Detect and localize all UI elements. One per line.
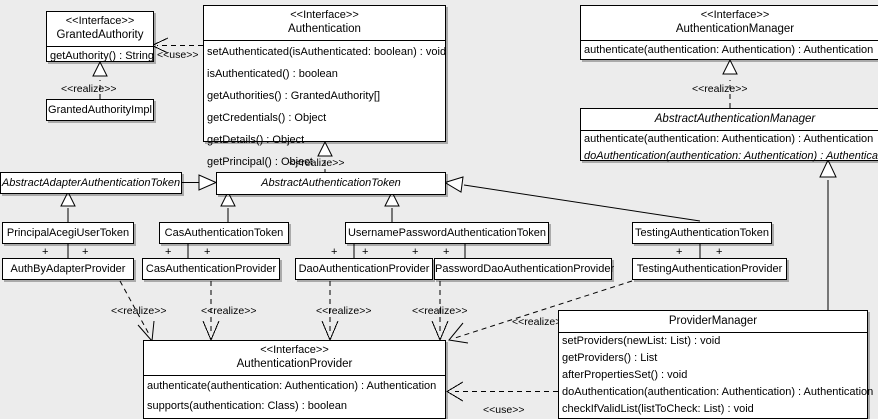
class-box-authentication[interactable]: <<Interface>> Authentication setAuthenti… [203,5,446,168]
members-authentication: setAuthenticated(isAuthenticated: boolea… [204,41,447,173]
assoc-marker-principalacegi-right: + [82,246,89,258]
members-provider-manager: setProviders(newList: List) : void getPr… [559,333,874,418]
method-authenticate: authenticate(authentication: Authenticat… [584,133,874,145]
separator [559,332,867,333]
class-box-provider-manager[interactable]: ProviderManager setProviders(newList: Li… [558,310,874,419]
assoc-marker-upat-4: + [443,246,450,258]
edge-label-realize-casauthenticationprovider: <<realize>> [201,305,257,317]
edge-generalization-testingauthenticationtoken [463,184,701,222]
class-box-testing-authentication-provider[interactable]: TestingAuthenticationProvider [632,258,787,280]
edge-label-realize-daoauthenticationprovider: <<realize>> [316,305,372,317]
stereotype-interface: <<Interface>> [65,15,135,27]
class-box-abstract-authentication-manager[interactable]: AbstractAuthenticationManager authentica… [580,108,878,162]
class-box-abstract-adapter-authentication-token[interactable]: AbstractAdapterAuthenticationToken [0,172,182,194]
assoc-marker-cas-left: + [165,246,172,258]
stereotype-interface: <<Interface>> [260,344,329,356]
arrowhead-use-authenticationprovider [446,381,464,402]
class-header-authentication-provider: <<Interface>> AuthenticationProvider [144,341,445,375]
method-set-authenticated: setAuthenticated(isAuthenticated: boolea… [207,46,447,58]
edge-label-realize-abstractauthenticationmanager: <<realize>> [692,83,748,95]
arrowhead-realize-ap-passworddao [431,320,449,342]
assoc-marker-principalacegi-left: + [42,246,49,258]
method-authenticate: authenticate(authentication: Authenticat… [584,44,874,56]
edge-label-realize-authbyadapterprovider: <<realize>> [111,305,167,317]
method-is-authenticated: isAuthenticated() : boolean [207,68,338,80]
class-name-authentication-provider: AuthenticationProvider [236,358,353,370]
class-box-testing-authentication-token[interactable]: TestingAuthenticationToken [632,222,772,244]
members-authentication-manager: authenticate(authentication: Authenticat… [581,41,878,60]
class-name-authentication-manager: AuthenticationManager [675,23,795,35]
arrowhead-realize-authenticationmanager [722,58,738,75]
method-set-providers: setProviders(newList: List) : void [562,335,721,347]
method-check-if-valid-list: checkIfValidList(listToCheck: List) : vo… [562,403,754,415]
class-box-cas-authentication-token[interactable]: CasAuthenticationToken [159,222,289,244]
separator [144,375,445,376]
method-get-authority: getAuthority() : String [50,50,154,62]
edge-label-realize-passworddaoauthenticationprovider: <<realize>> [412,305,468,317]
class-header-abstract-authentication-manager: AbstractAuthenticationManager [581,109,878,130]
stereotype-interface: <<Interface>> [700,9,770,21]
class-box-dao-authentication-provider[interactable]: DaoAuthenticationProvider [295,258,433,280]
class-name-granted-authority: GrantedAuthority [56,29,144,41]
separator [204,40,445,41]
class-box-cas-authentication-provider[interactable]: CasAuthenticationProvider [142,258,280,280]
class-header-provider-manager: ProviderManager [559,311,867,332]
class-box-authentication-manager[interactable]: <<Interface>> AuthenticationManager auth… [580,5,878,60]
assoc-marker-cas-right: + [204,246,211,258]
method-supports: supports(authentication: Class) : boolea… [147,400,347,412]
class-box-granted-authority[interactable]: <<Interface>> GrantedAuthority getAuthor… [46,11,154,62]
class-header-authentication-manager: <<Interface>> AuthenticationManager [581,6,878,40]
arrowhead-realize-ap-authbyadapter [137,320,155,343]
arrowhead-realize-ap-dao [321,320,339,342]
members-granted-authority: getAuthority() : String [47,47,154,65]
arrowhead-generalization-abstractauthenticationtoken-left [198,174,218,191]
method-get-providers: getProviders() : List [562,352,658,364]
method-get-principal: getPrincipal() : Object [207,156,313,168]
separator [581,40,878,41]
edge-label-realize-grantedauthorityimpl: <<realize>> [61,83,117,95]
class-box-authentication-provider[interactable]: <<Interface>> AuthenticationProvider aut… [143,340,446,419]
method-get-credentials: getCredentials() : Object [207,112,327,124]
separator [47,46,153,47]
method-do-authentication: doAuthentication(authentication: Authent… [562,386,874,398]
arrowhead-gen-abstractadapter [60,190,76,207]
method-after-properties-set: afterPropertiesSet() : void [562,369,688,381]
assoc-marker-testing-right: + [716,246,723,258]
class-box-principal-acegi-user-token[interactable]: PrincipalAcegiUserToken [2,222,134,244]
class-box-auth-by-adapter-provider[interactable]: AuthByAdapterProvider [2,258,134,280]
class-header-authentication: <<Interface>> Authentication [204,6,445,40]
members-abstract-authentication-manager: authenticate(authentication: Authenticat… [581,131,878,165]
arrowhead-realize-ap-cas [202,320,220,342]
assoc-marker-upat-1: + [331,246,338,258]
arrowhead-realize-ap-testing [448,322,469,344]
arrowhead-gen-aat-testing [443,176,464,193]
method-authenticate: authenticate(authentication: Authenticat… [147,380,437,392]
class-box-username-password-authentication-token[interactable]: UsernamePasswordAuthenticationToken [345,222,549,244]
separator [581,130,878,131]
class-box-granted-authority-impl[interactable]: GrantedAuthorityImpl [46,99,154,121]
class-box-password-dao-authentication-provider[interactable]: PasswordDaoAuthenticationProvider [434,258,614,280]
method-get-details: getDetails() : Object [207,134,305,146]
class-name-authentication: Authentication [288,23,361,35]
class-header-granted-authority: <<Interface>> GrantedAuthority [47,12,153,46]
edge-label-use-providermanager: <<use>> [483,404,525,416]
assoc-marker-upat-2: + [362,246,369,258]
edge-label-use-grantedauthority: <<use>> [157,49,199,61]
members-authentication-provider: authenticate(authentication: Authenticat… [144,376,445,416]
class-name-provider-manager: ProviderManager [668,315,758,327]
class-box-abstract-authentication-token[interactable]: AbstractAuthenticationToken [216,172,446,195]
edge-label-realize-abstractauthenticationtoken: <<realize>> [289,157,345,169]
assoc-marker-testing-left: + [676,246,683,258]
method-get-authorities: getAuthorities() : GrantedAuthority[] [207,90,381,102]
stereotype-interface: <<Interface>> [290,9,359,21]
method-do-authentication: doAuthentication(authentication: Authent… [584,150,878,162]
class-name-abstract-authentication-manager: AbstractAuthenticationManager [654,113,816,125]
assoc-marker-upat-3: + [412,246,419,258]
